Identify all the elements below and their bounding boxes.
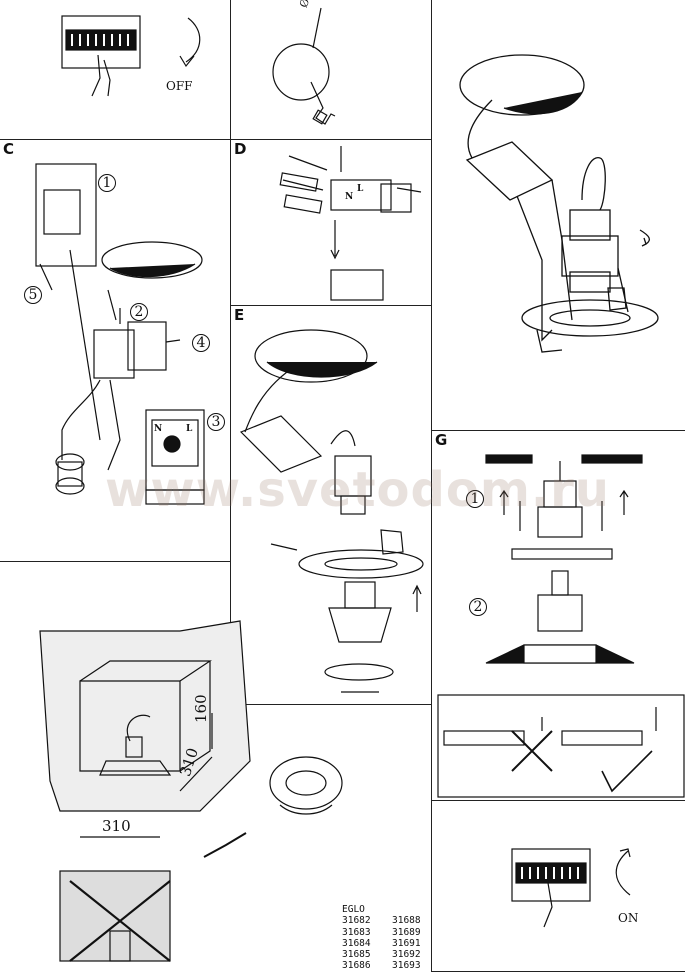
- on-caption: ON: [618, 911, 639, 925]
- model-number: 31689: [392, 926, 421, 938]
- step-2-marker: 2: [469, 598, 487, 616]
- panel-g-label: G: [435, 431, 448, 449]
- model-row: 31686 31693: [342, 960, 442, 971]
- ceiling-mount-illustration: [437, 454, 685, 798]
- panel-ceiling-hole: Ø7...: [230, 0, 432, 140]
- brand-name: EGLO: [342, 904, 365, 915]
- model-number: 31691: [392, 937, 421, 949]
- panel-installation-box: 160 310 310: [0, 561, 343, 970]
- terminal-l-label: L: [186, 424, 193, 434]
- panel-e-label: E: [234, 306, 245, 324]
- step-2-marker: 2: [130, 303, 148, 321]
- ceiling-hole-illustration: [272, 7, 336, 125]
- panel-e: E: [230, 305, 432, 705]
- model-number: 31683: [342, 926, 371, 938]
- installation-box-illustration: [39, 620, 343, 962]
- model-row: 31683 31689: [342, 927, 442, 938]
- breaker-on-illustration: [511, 848, 631, 928]
- breaker-off-illustration: [61, 15, 201, 97]
- panel-d-label: D: [234, 140, 247, 158]
- panel-side-assembly: [431, 0, 685, 431]
- terminal-l-label: L: [357, 184, 364, 194]
- panel-switch-on: ON: [431, 800, 685, 972]
- side-assembly-illustration: [459, 54, 659, 353]
- box-width-dim: 310: [102, 817, 131, 835]
- panel-g: G 1 2: [431, 430, 685, 802]
- model-number: 31682: [342, 915, 371, 927]
- lamp-install-illustration: [239, 329, 424, 693]
- model-number: 31686: [342, 960, 371, 972]
- model-row: 31685 31692: [342, 949, 442, 960]
- panel-d: D N L: [230, 139, 432, 306]
- model-number: 31693: [392, 960, 421, 972]
- terminal-n-label: N: [345, 192, 354, 202]
- step-1-marker: 1: [98, 174, 116, 192]
- connector-illustration: [279, 146, 422, 301]
- step-5-marker: 5: [24, 286, 42, 304]
- model-row: 31684 31691: [342, 938, 442, 949]
- box-height-dim: 160: [192, 694, 210, 723]
- model-list: EGLO 31682 31688 31683 31689 31684 31691 31…: [342, 904, 442, 972]
- terminal-n-label: N: [154, 424, 163, 434]
- step-3-marker: 3: [207, 413, 225, 431]
- step-1-marker: 1: [466, 490, 484, 508]
- model-number: 31684: [342, 937, 371, 949]
- panel-c: C 1 2 3 4 5 N L: [0, 139, 231, 562]
- model-row: 31682 31688: [342, 915, 442, 926]
- model-number: 31688: [392, 915, 421, 927]
- off-caption: OFF: [166, 79, 193, 93]
- step-4-marker: 4: [192, 334, 210, 352]
- wiring-illustration: [35, 163, 205, 505]
- model-number: 31692: [392, 949, 421, 961]
- panel-c-label: C: [3, 140, 15, 158]
- panel-switch-off: OFF: [0, 0, 231, 140]
- model-number: 31685: [342, 949, 371, 961]
